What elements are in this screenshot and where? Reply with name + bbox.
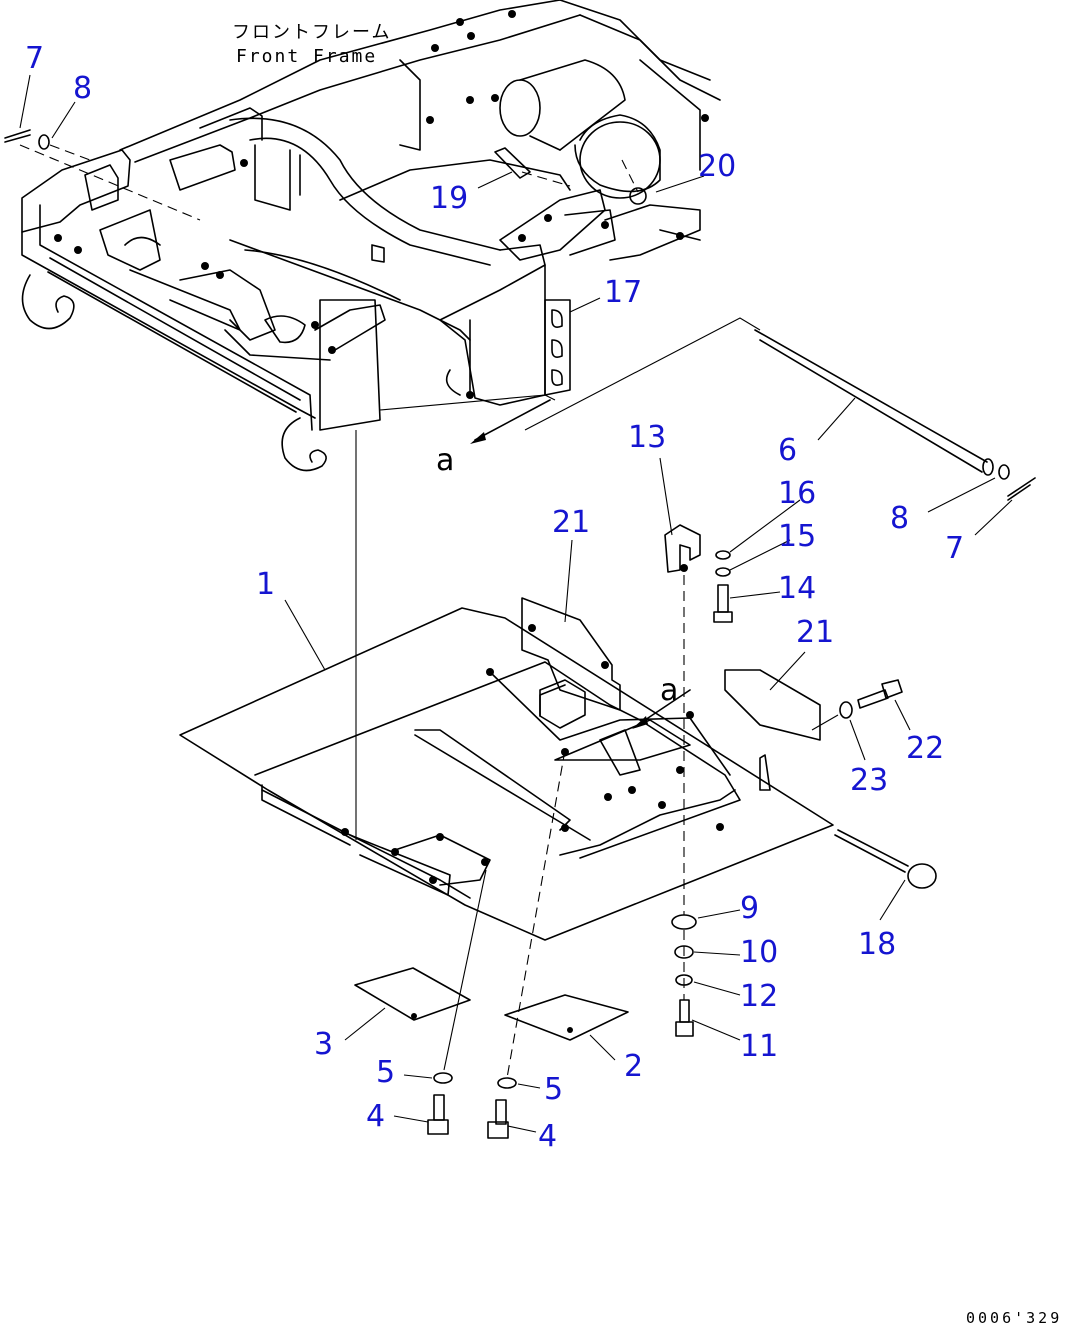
- callout-8-right: 8: [890, 501, 909, 536]
- svg-text:a: a: [660, 673, 678, 708]
- callout-2: 2: [624, 1049, 643, 1084]
- callout-1: 1: [256, 567, 275, 602]
- reference-arrow-bottom: a: [632, 673, 691, 729]
- callout-17: 17: [604, 275, 642, 310]
- callout-18: 18: [858, 927, 896, 962]
- callout-12: 12: [740, 979, 778, 1014]
- callout-21-right: 21: [796, 615, 834, 650]
- bolt-22: [857, 679, 903, 709]
- callout-5-left: 5: [376, 1055, 395, 1090]
- callout-9: 9: [740, 891, 759, 926]
- washer-5b: [497, 1077, 517, 1089]
- callout-22: 22: [906, 731, 944, 766]
- callout-14: 14: [778, 571, 816, 606]
- washer-left: [38, 134, 50, 150]
- callout-11: 11: [740, 1029, 778, 1064]
- washer-16: [715, 550, 731, 560]
- front-frame: [21, 0, 721, 472]
- undercover-plate: [179, 607, 834, 941]
- callout-6: 6: [778, 433, 797, 468]
- washer-23: [839, 701, 853, 719]
- cotter-pin-left: [4, 129, 31, 143]
- callout-20: 20: [698, 149, 736, 184]
- rod: [754, 329, 994, 476]
- callout-5-right: 5: [544, 1072, 563, 1107]
- callout-7-left: 7: [25, 41, 44, 76]
- callout-4-left: 4: [366, 1099, 385, 1134]
- callout-15: 15: [778, 519, 816, 554]
- cover-2: [504, 994, 629, 1041]
- cotter-pin-right: [1007, 477, 1036, 501]
- callout-13: 13: [628, 420, 666, 455]
- slotted-bracket: [544, 299, 571, 396]
- assembly-lines: [19, 144, 685, 1079]
- washer-right: [998, 464, 1010, 480]
- bolt-14: [713, 584, 733, 623]
- bolt-4b: [487, 1099, 509, 1139]
- washer-5a: [433, 1072, 453, 1084]
- callout-labels: 7 8 19 20 17 13 6 16 8 7 15 21 14 1 21 2…: [25, 41, 964, 1154]
- callout-10: 10: [740, 935, 778, 970]
- callout-21-upper: 21: [552, 505, 590, 540]
- header-jp: フロントフレーム: [232, 22, 391, 43]
- reference-arrow-top: a: [436, 399, 551, 478]
- washer-9: [671, 914, 697, 930]
- callout-16: 16: [778, 476, 816, 511]
- pin-18: [834, 829, 937, 889]
- bracket: [664, 524, 701, 573]
- lock-washer-15: [715, 567, 731, 577]
- callout-23: 23: [850, 763, 888, 798]
- callout-8-left: 8: [73, 71, 92, 106]
- header-en: Front Frame: [236, 46, 377, 67]
- leader-lines: [19, 74, 1013, 1133]
- callout-7-right: 7: [945, 531, 964, 566]
- cover-3: [354, 967, 471, 1021]
- cover-plate-upper: [521, 597, 621, 711]
- bolt-11: [675, 999, 694, 1037]
- callout-4-right: 4: [538, 1119, 557, 1154]
- bolt-4a: [427, 1094, 449, 1135]
- callout-19: 19: [430, 181, 468, 216]
- svg-text:a: a: [436, 443, 454, 478]
- cover-plate-right: [724, 669, 821, 741]
- callout-3: 3: [314, 1027, 333, 1062]
- drawing-code: 0006'329: [966, 1309, 1062, 1327]
